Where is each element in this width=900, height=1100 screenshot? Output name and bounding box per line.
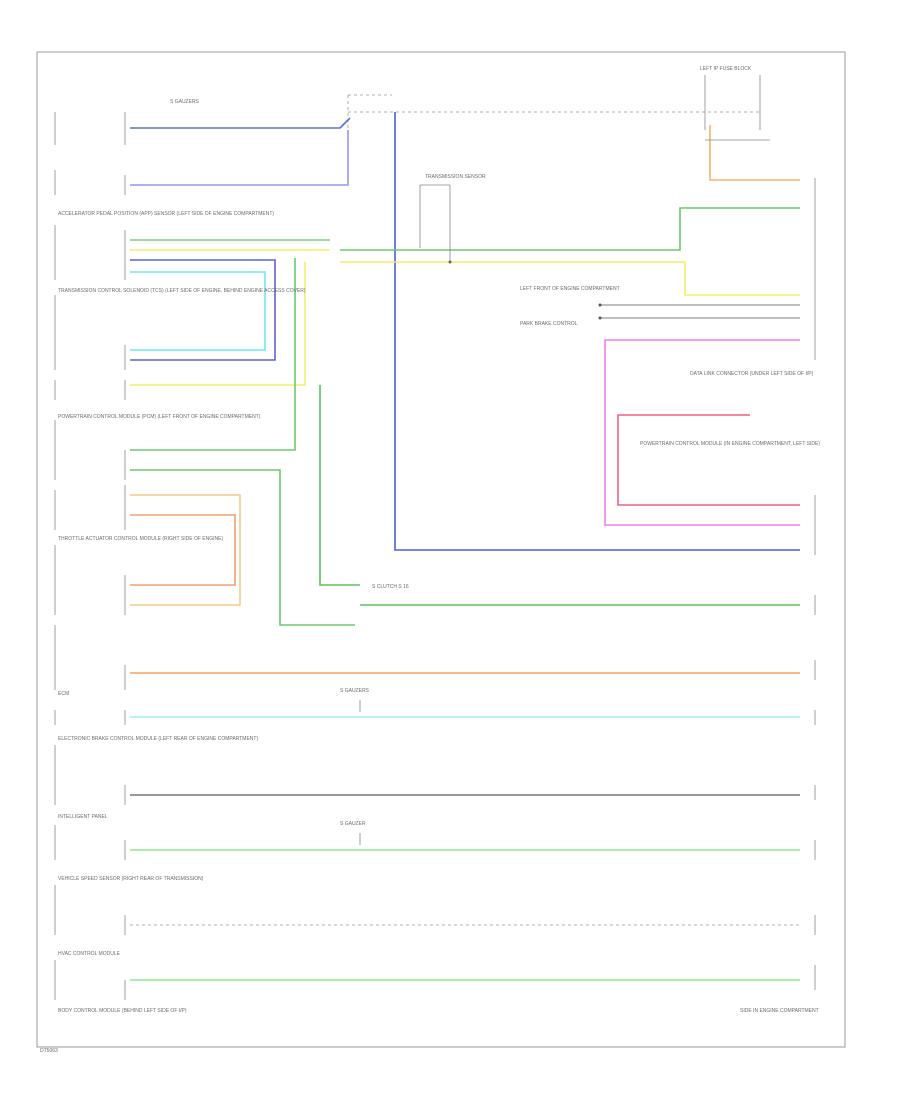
wire-yellow-down bbox=[130, 262, 306, 386]
label-bcm: BODY CONTROL MODULE (BEHIND LEFT SIDE OF… bbox=[58, 1008, 187, 1014]
fuse-block-lines bbox=[704, 75, 770, 141]
label-accel-pedal: ACCELERATOR PEDAL POSITION (APP) SENSOR … bbox=[58, 211, 274, 217]
footer-code: DT5063 bbox=[40, 1048, 58, 1054]
splice-bracket bbox=[347, 94, 392, 130]
clutch-splice-label: S CLUTCH S 16 bbox=[372, 584, 409, 590]
label-trans-control: TRANSMISSION CONTROL SOLENOID (TCS) (LEF… bbox=[58, 288, 306, 294]
trans-sensor-lines bbox=[419, 184, 451, 262]
wire-green-right bbox=[340, 207, 800, 251]
splice-label-mid: S GAUZERS bbox=[340, 688, 370, 694]
label-trans-sensor: TRANSMISSION SENSOR bbox=[425, 174, 486, 180]
wire-green-long bbox=[319, 385, 800, 606]
wire-green-mid bbox=[130, 258, 296, 451]
wire-orange-top bbox=[709, 125, 800, 181]
label-ecm: ECM bbox=[58, 691, 69, 697]
splice-label-top: S GAUZERS bbox=[170, 99, 200, 105]
wire-green-low bbox=[130, 469, 355, 626]
label-steering: INTELLIGENT PANEL bbox=[58, 814, 108, 820]
wire-blue-top bbox=[130, 117, 351, 129]
wire-magenta bbox=[604, 339, 800, 526]
label-body-control: ELECTRONIC BRAKE CONTROL MODULE (LEFT RE… bbox=[58, 736, 258, 742]
label-vehicle-speed: VEHICLE SPEED SENSOR (RIGHT REAR OF TRAN… bbox=[58, 876, 204, 882]
splice-dot-1 bbox=[448, 260, 452, 264]
label-hvac: HVAC CONTROL MODULE bbox=[58, 951, 121, 957]
label-pcm: POWERTRAIN CONTROL MODULE (PCM) (LEFT FR… bbox=[58, 414, 261, 420]
splice-label-low: S GAUZER bbox=[340, 821, 366, 827]
left-connector-brackets bbox=[54, 112, 126, 1000]
label-park-brake: PARK BRAKE CONTROL bbox=[520, 321, 578, 327]
label-fuse-block: LEFT IP FUSE BLOCK bbox=[700, 66, 752, 72]
diagram-frame bbox=[36, 51, 846, 1048]
wire-blue-loop bbox=[130, 259, 276, 361]
wire-red bbox=[617, 414, 800, 506]
label-left-brake: LEFT FRONT OF ENGINE COMPARTMENT bbox=[520, 286, 620, 292]
wire-orange-pair bbox=[130, 494, 241, 606]
wire-yellow bbox=[130, 249, 800, 296]
label-throttle: THROTTLE ACTUATOR CONTROL MODULE (RIGHT … bbox=[58, 536, 223, 542]
label-right-module: POWERTRAIN CONTROL MODULE (IN ENGINE COM… bbox=[640, 441, 820, 447]
label-data-link: DATA LINK CONNECTOR (UNDER LEFT SIDE OF … bbox=[690, 371, 814, 377]
splice-dot-3 bbox=[598, 316, 602, 320]
wire-blue-2 bbox=[130, 130, 349, 186]
wire-blue-long bbox=[394, 112, 800, 551]
splice-dot-2 bbox=[598, 303, 602, 307]
wire-cyan-loop bbox=[130, 271, 266, 351]
wire-orange-pair2 bbox=[130, 514, 236, 586]
label-ecm-right: SIDE IN ENGINE COMPARTMENT bbox=[740, 1008, 819, 1014]
